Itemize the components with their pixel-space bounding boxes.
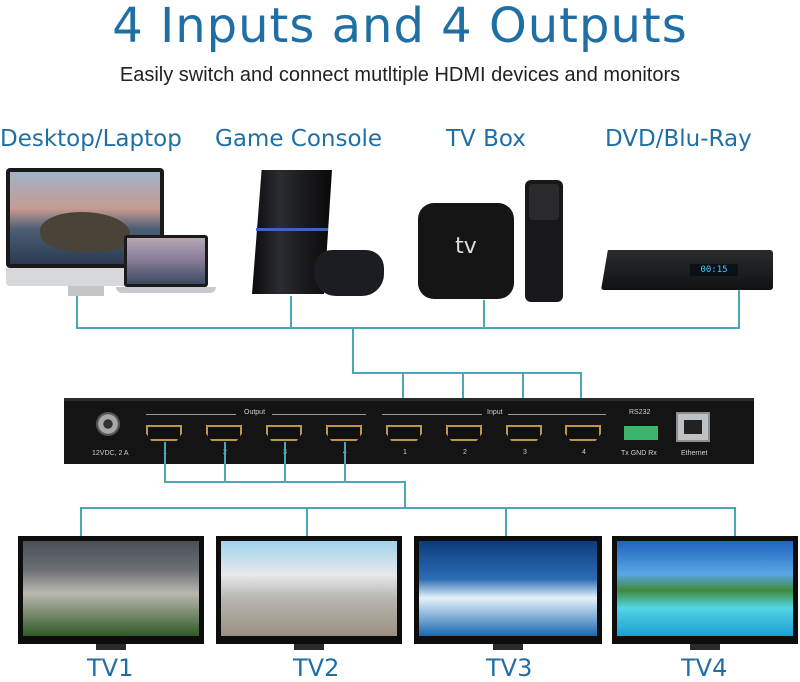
hdmi-output-port-1 xyxy=(146,425,182,441)
tv4-display xyxy=(612,536,798,644)
hdmi-input-port-3 xyxy=(506,425,542,441)
tv-box-icon xyxy=(418,203,514,299)
tv1-display xyxy=(18,536,204,644)
source-label-tvbox: TV Box xyxy=(446,126,526,152)
input-port-number-1: 1 xyxy=(403,449,407,456)
hdmi-output-port-2 xyxy=(206,425,242,441)
power-label: 12VDC, 2 A xyxy=(92,450,129,457)
tv2-display xyxy=(216,536,402,644)
input-port-number-4: 4 xyxy=(582,449,586,456)
hdmi-input-port-2 xyxy=(446,425,482,441)
page-subtitle: Easily switch and connect mutltiple HDMI… xyxy=(119,64,681,86)
tv-box-logo: tv xyxy=(455,234,477,259)
rs232-terminal-icon xyxy=(624,426,658,440)
tv4-label: TV4 xyxy=(681,654,728,682)
page-title: 4 Inputs and 4 Outputs xyxy=(112,0,688,54)
input-group-label: Input xyxy=(487,409,503,416)
hdmi-input-port-4 xyxy=(565,425,601,441)
gamepad-icon xyxy=(314,250,384,296)
input-port-number-3: 3 xyxy=(523,449,527,456)
ethernet-label: Ethernet xyxy=(681,450,708,457)
dvd-player-icon xyxy=(601,250,773,290)
source-label-desktop: Desktop/Laptop xyxy=(0,126,182,152)
power-jack-icon xyxy=(96,412,120,436)
laptop-icon xyxy=(124,235,208,287)
tv1-label: TV1 xyxy=(87,654,134,682)
source-label-dvd: DVD/Blu-Ray xyxy=(605,126,752,152)
tv2-label: TV2 xyxy=(293,654,340,682)
dvd-display: 00:15 xyxy=(690,264,738,276)
tv3-label: TV3 xyxy=(486,654,533,682)
hdmi-output-port-4 xyxy=(326,425,362,441)
output-group-label: Output xyxy=(244,409,266,416)
rs232-pins-label: Tx GND Rx xyxy=(621,450,657,457)
tv3-display xyxy=(414,536,602,644)
source-label-console: Game Console xyxy=(215,126,383,152)
rs232-label: RS232 xyxy=(629,409,651,416)
hdmi-input-port-1 xyxy=(386,425,422,441)
imac-icon xyxy=(6,168,164,268)
hdmi-output-port-3 xyxy=(266,425,302,441)
input-port-number-2: 2 xyxy=(463,449,467,456)
